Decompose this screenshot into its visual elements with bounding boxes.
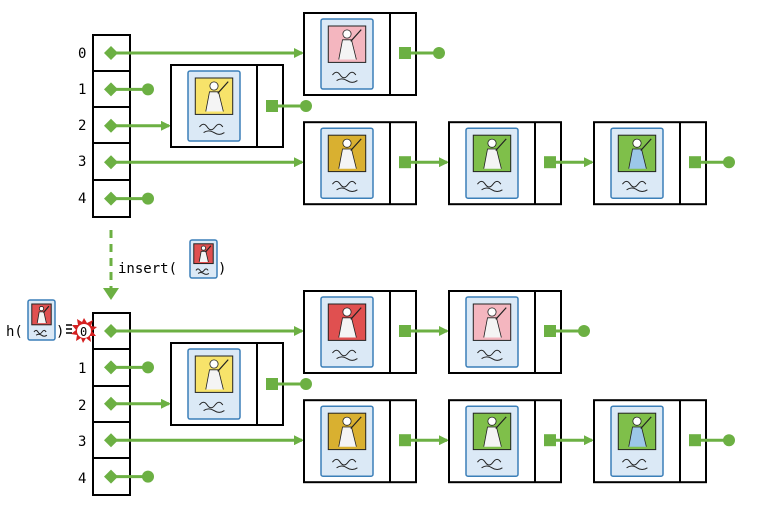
bottom-slot-0-node-1 bbox=[448, 290, 562, 374]
baseball-card-icon bbox=[465, 405, 519, 477]
top-index-2: 2 bbox=[78, 118, 86, 134]
top-slot-3-node-2 bbox=[593, 121, 707, 206]
hash-close: ) bbox=[56, 324, 64, 340]
bottom-slot-1-null bbox=[142, 361, 154, 374]
top-slot-3-node-0 bbox=[303, 121, 417, 206]
baseball-card-icon bbox=[187, 348, 241, 420]
baseball-card-icon bbox=[189, 239, 218, 279]
hash-result: 0 bbox=[80, 325, 87, 339]
baseball-card-icon bbox=[320, 296, 374, 368]
hash-label: h( bbox=[6, 324, 23, 340]
top-slot-1-null bbox=[142, 83, 154, 96]
baseball-card-icon bbox=[320, 127, 374, 199]
bottom-index-1: 1 bbox=[78, 361, 86, 377]
baseball-card-icon bbox=[465, 127, 519, 199]
top-slot-2-null bbox=[300, 100, 312, 112]
top-slot-3-node-1 bbox=[448, 121, 562, 206]
transition-arrowhead bbox=[103, 288, 119, 300]
top-index-0: 0 bbox=[78, 46, 86, 62]
hash-card-icon bbox=[27, 299, 56, 341]
top-links bbox=[104, 12, 735, 206]
bottom-slot-0-null bbox=[578, 325, 590, 337]
bottom-slot-3-node-0 bbox=[303, 399, 417, 484]
baseball-card-icon bbox=[27, 299, 56, 341]
insert-card-icon bbox=[189, 239, 218, 279]
bottom-slot-0-node-0 bbox=[303, 290, 417, 374]
insert-operation: insert( ) bbox=[103, 230, 226, 300]
top-slot-0-null bbox=[433, 47, 445, 59]
baseball-card-icon bbox=[187, 70, 241, 142]
top-index-3: 3 bbox=[78, 154, 86, 170]
top-slot-4-null bbox=[142, 192, 154, 205]
hash-arrow-icon bbox=[66, 324, 72, 334]
baseball-card-icon bbox=[465, 296, 519, 368]
insert-close: ) bbox=[218, 261, 226, 277]
bottom-slot-2-null bbox=[300, 378, 312, 390]
bottom-slot-3-null bbox=[723, 434, 735, 447]
baseball-card-icon bbox=[610, 127, 664, 199]
hash-function: h( ) 0 bbox=[6, 299, 97, 343]
baseball-card-icon bbox=[320, 18, 374, 90]
top-slot-3-null bbox=[723, 156, 735, 169]
bottom-slot-2-node-0 bbox=[170, 342, 284, 426]
top-index-4: 4 bbox=[78, 191, 86, 207]
bottom-index-3: 3 bbox=[78, 434, 86, 450]
top-index-1: 1 bbox=[78, 82, 86, 98]
bottom-slot-3-node-1 bbox=[448, 399, 562, 484]
baseball-card-icon bbox=[320, 405, 374, 477]
bottom-links bbox=[104, 290, 735, 484]
bottom-index-2: 2 bbox=[78, 398, 86, 414]
bottom-index-4: 4 bbox=[78, 471, 86, 487]
insert-label: insert( bbox=[118, 261, 177, 277]
top-slot-0-node-0 bbox=[303, 12, 417, 96]
baseball-card-icon bbox=[610, 405, 664, 477]
top-slot-2-node-0 bbox=[170, 64, 284, 148]
bottom-slot-4-null bbox=[142, 470, 154, 483]
